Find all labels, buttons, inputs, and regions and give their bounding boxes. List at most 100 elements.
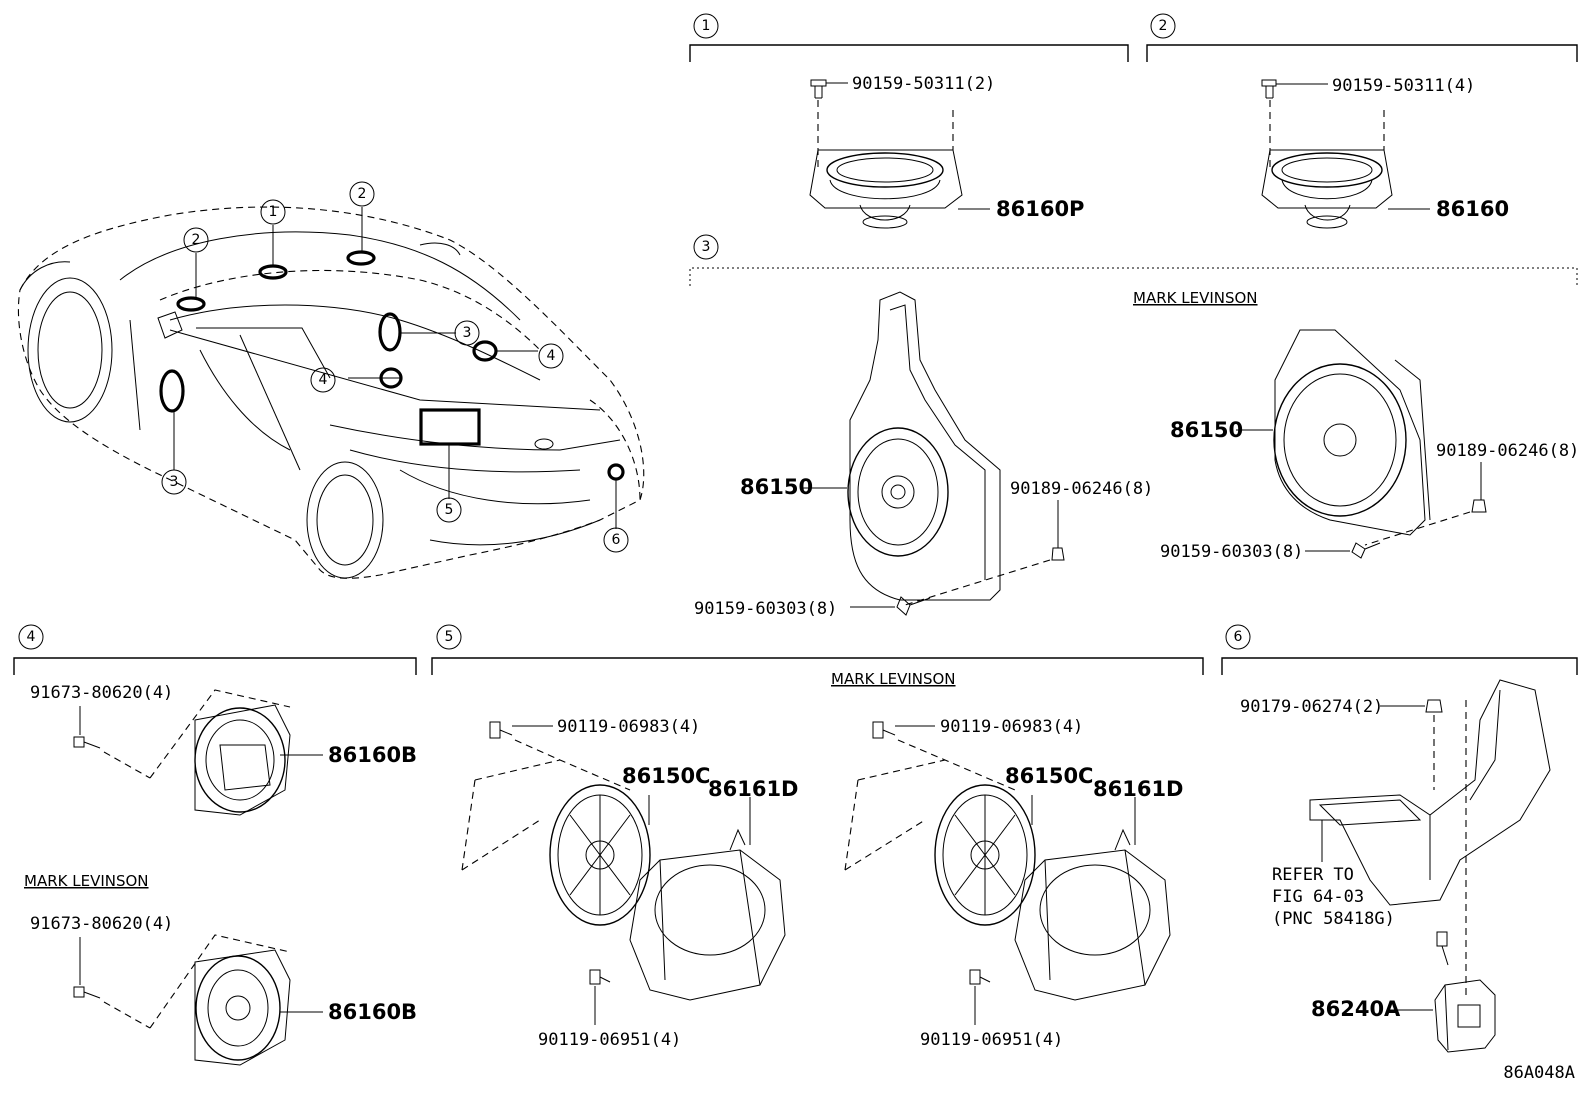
section-number-3: 3 xyxy=(702,239,711,255)
label-s6-nut: 90179-06274(2) xyxy=(1240,697,1383,717)
screw-icon xyxy=(73,736,101,749)
svg-text:3: 3 xyxy=(170,474,179,490)
mark-levinson-label-s5: MARK LEVINSON xyxy=(831,670,956,688)
screw-icon xyxy=(1261,79,1277,99)
location-mark-3-left xyxy=(159,369,185,413)
label-s4-screw-a: 91673-80620(4) xyxy=(30,683,173,703)
amplifier-drawing xyxy=(1434,979,1496,1053)
section-header-2: 2 xyxy=(1146,13,1578,62)
screw-icon xyxy=(969,969,991,985)
label-s4-part-a: 86160B xyxy=(328,743,417,767)
location-mark-5 xyxy=(419,408,481,446)
tweeter-speaker-drawing xyxy=(809,149,963,229)
section-3-door-speakers: MARK LEVINSON 86150 90189-06246(8) 90159… xyxy=(694,289,1579,619)
label-s5-r-box: 86161D xyxy=(1093,777,1184,801)
svg-text:5: 5 xyxy=(445,502,454,518)
label-s4-screw-b: 91673-80620(4) xyxy=(30,914,173,934)
section-2-tweeter: 90159-50311(4) 86160 xyxy=(1261,76,1509,229)
mark-levinson-label-s3: MARK LEVINSON xyxy=(1133,289,1258,307)
clip-icon xyxy=(1471,499,1487,513)
door-speaker-left-drawing xyxy=(847,291,1001,601)
section-number-2: 2 xyxy=(1159,18,1168,34)
label-s3-right-clip: 90189-06246(8) xyxy=(1436,441,1579,461)
mark-levinson-label-s4: MARK LEVINSON xyxy=(24,872,149,890)
label-s1-part: 86160P xyxy=(996,197,1084,221)
enclosure-right-drawing xyxy=(1014,828,1171,1001)
screw-icon xyxy=(896,596,931,616)
svg-text:2: 2 xyxy=(192,232,201,248)
car-overview-drawing: 1 2 2 3 3 4 4 5 6 xyxy=(17,181,645,579)
location-mark-2-right xyxy=(346,250,376,266)
section-number-6: 6 xyxy=(1234,629,1243,645)
section-header-1: 1 xyxy=(689,13,1129,62)
section-header-3: 3 xyxy=(689,234,1578,286)
bracket-drawing xyxy=(1309,679,1551,906)
label-s5-r-screw-bot: 90119-06951(4) xyxy=(920,1030,1063,1050)
label-s3-right-screw: 90159-60303(8) xyxy=(1160,542,1303,562)
door-speaker-right-drawing xyxy=(1273,329,1431,536)
label-s6-ref1: REFER TO xyxy=(1272,865,1354,885)
label-s3-right-part: 86150 xyxy=(1170,418,1243,442)
section-4-speakers: 91673-80620(4) 86160B MARK LEVINSON 9167… xyxy=(24,683,417,1066)
speaker-86160b-drawing xyxy=(194,704,291,816)
section-header-5: 5 xyxy=(431,624,1204,675)
label-s4-part-b: 86160B xyxy=(328,1000,417,1024)
location-mark-4-right xyxy=(472,340,498,362)
callout-6: 6 xyxy=(603,527,629,553)
label-s6-ref2: FIG 64-03 xyxy=(1272,887,1364,907)
subwoofer-speaker-right-drawing xyxy=(934,784,1036,926)
screw-icon xyxy=(1351,542,1381,559)
label-s2-part: 86160 xyxy=(1436,197,1509,221)
svg-text:1: 1 xyxy=(269,204,278,220)
screw-icon xyxy=(589,969,611,985)
callout-3-left: 3 xyxy=(161,469,187,495)
label-s5-l-spk: 86150C xyxy=(622,764,710,788)
callout-2-left: 2 xyxy=(183,227,209,253)
speaker-86160b-ml-drawing xyxy=(194,949,291,1066)
section-header-4: 4 xyxy=(13,624,417,675)
label-s6-ref3: (PNC 58418G) xyxy=(1272,909,1395,929)
svg-text:2: 2 xyxy=(358,186,367,202)
screw-icon xyxy=(872,721,896,739)
callout-1: 1 xyxy=(260,199,286,225)
label-s5-l-screw-top: 90119-06983(4) xyxy=(557,717,700,737)
label-s2-screw: 90159-50311(4) xyxy=(1332,76,1475,96)
label-s3-left-part: 86150 xyxy=(740,475,813,499)
location-mark-2-left xyxy=(176,296,206,312)
section-1-tweeter: 90159-50311(2) 86160P xyxy=(809,74,1084,229)
svg-text:6: 6 xyxy=(612,532,621,548)
section-6-amplifier: 90179-06274(2) REFER TO FIG 64-03 (PNC 5… xyxy=(1240,679,1551,1053)
callout-3-right: 3 xyxy=(454,320,480,346)
svg-text:3: 3 xyxy=(463,325,472,341)
label-s3-left-screw: 90159-60303(8) xyxy=(694,599,837,619)
section-5-subwoofers: MARK LEVINSON 90119-06983(4) 86150C 8616… xyxy=(461,670,1184,1050)
enclosure-left-drawing xyxy=(629,828,786,1001)
svg-text:4: 4 xyxy=(547,348,556,364)
section-number-1: 1 xyxy=(702,18,711,34)
callout-4-left: 4 xyxy=(310,367,336,393)
subwoofer-speaker-left-drawing xyxy=(549,784,651,926)
location-mark-6 xyxy=(607,463,625,481)
section-header-6: 6 xyxy=(1221,624,1578,675)
section-number-5: 5 xyxy=(445,629,454,645)
label-s5-l-screw-bot: 90119-06951(4) xyxy=(538,1030,681,1050)
label-s3-left-clip: 90189-06246(8) xyxy=(1010,479,1153,499)
location-mark-3-right xyxy=(378,312,402,352)
screw-icon xyxy=(810,79,827,99)
section-number-4: 4 xyxy=(27,629,36,645)
callout-2-right: 2 xyxy=(349,181,375,207)
svg-text:4: 4 xyxy=(319,372,328,388)
callout-5: 5 xyxy=(436,497,462,523)
nut-icon xyxy=(1425,699,1443,713)
clip-icon xyxy=(1051,547,1065,561)
screw-icon xyxy=(489,721,513,739)
label-s1-screw: 90159-50311(2) xyxy=(852,74,995,94)
tweeter-speaker-drawing xyxy=(1261,149,1393,229)
label-s5-r-screw-top: 90119-06983(4) xyxy=(940,717,1083,737)
diagram-code: 86A048A xyxy=(1503,1063,1575,1083)
label-s5-r-spk: 86150C xyxy=(1005,764,1093,788)
screw-icon xyxy=(73,986,101,999)
label-s5-l-box: 86161D xyxy=(708,777,799,801)
label-s6-part: 86240A xyxy=(1311,997,1401,1021)
